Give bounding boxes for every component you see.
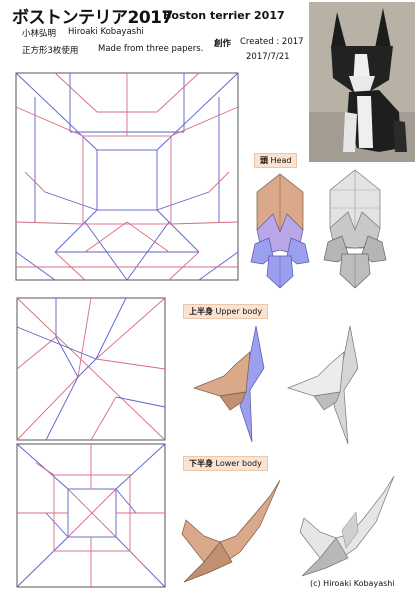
head-label-jp: 頭 [260, 156, 268, 165]
title-english: Boston terrier 2017 [163, 9, 285, 22]
crease-pattern-head [15, 72, 239, 281]
head-model-gray [318, 168, 392, 296]
lower-body-label-jp: 下半身 [189, 459, 213, 468]
upper-body-label-en: Upper body [215, 307, 263, 316]
lower-body-label-en: Lower body [215, 459, 262, 468]
upper-body-label: 上半身 Upper body [183, 304, 269, 319]
head-model-colored [243, 172, 317, 296]
materials-japanese: 正方形3枚使用 [22, 46, 79, 56]
author-english: Hiroaki Kobayashi [68, 27, 144, 37]
materials-english: Made from three papers. [98, 44, 204, 54]
upper-body-model-gray [284, 322, 374, 450]
lower-body-label: 下半身 Lower body [183, 456, 268, 471]
crease-pattern-upper-body [16, 297, 166, 441]
created-japanese: 創作 [214, 39, 232, 49]
model-photo [309, 2, 415, 162]
created-date: 2017/7/21 [246, 52, 290, 62]
crease-pattern-lower-body [16, 443, 166, 588]
author-japanese: 小林弘明 [22, 29, 57, 39]
lower-body-model-gray [298, 472, 398, 586]
upper-body-model-colored [190, 322, 280, 450]
copyright-text: (c) Hiroaki Kobayashi [310, 579, 395, 588]
lower-body-model-colored [180, 476, 285, 590]
created-english: Created : 2017 [240, 37, 304, 47]
title-japanese: ボストンテリア2017 [12, 8, 173, 28]
head-label-en: Head [270, 156, 292, 165]
upper-body-label-jp: 上半身 [189, 307, 213, 316]
head-label: 頭 Head [254, 153, 298, 168]
